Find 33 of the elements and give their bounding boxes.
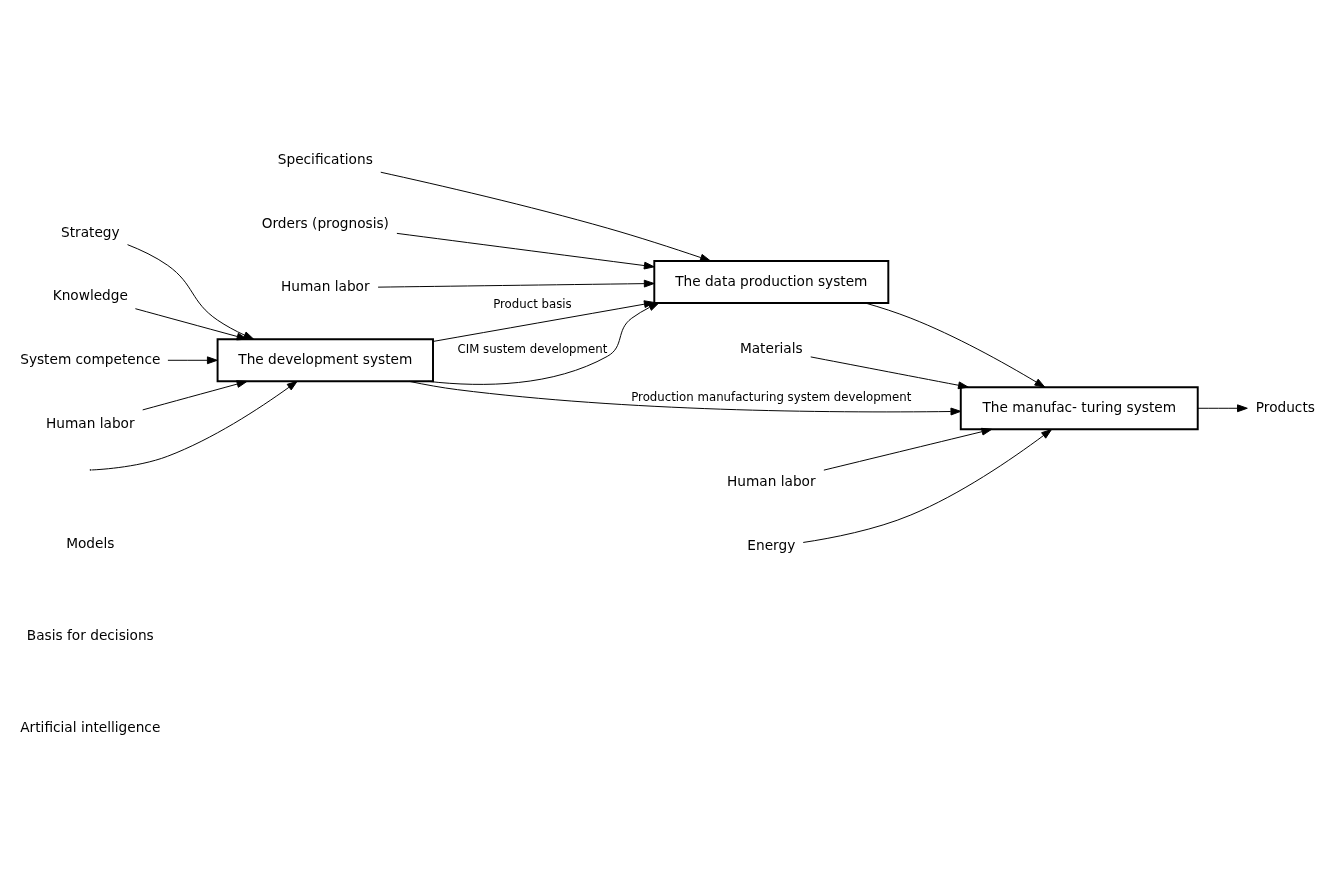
node-text: Orders (prognosis) xyxy=(261,214,389,231)
node-box: The development system xyxy=(216,338,434,383)
node-text: Human labor xyxy=(727,473,816,490)
arrow xyxy=(408,380,962,416)
arrow xyxy=(823,427,993,471)
node-text: Human labor xyxy=(45,414,135,431)
arrow xyxy=(167,356,218,365)
label: Basis for decisions xyxy=(26,627,154,644)
label: Models xyxy=(66,535,115,551)
node-text: Specifications xyxy=(277,151,373,168)
node-box: The manufac- turing system xyxy=(959,386,1199,431)
node-text: System competence xyxy=(20,350,161,367)
label: Artificial intelligence xyxy=(20,719,161,736)
edge-label: CIM sustem development xyxy=(457,342,608,357)
node-text: Energy xyxy=(747,536,796,553)
edge-label: Product basis xyxy=(493,297,572,311)
arrow xyxy=(810,356,969,390)
node-text: Strategy xyxy=(60,223,120,240)
node-text: Materials xyxy=(739,340,803,357)
arrow xyxy=(864,302,1046,388)
arrow xyxy=(90,380,298,471)
arrow xyxy=(127,244,255,340)
arrow xyxy=(802,429,1052,543)
arrow xyxy=(377,279,655,288)
node-text: Knowledge xyxy=(52,287,128,304)
node-box: The data production system xyxy=(653,259,890,304)
node-text: Products xyxy=(1255,398,1315,415)
edge-label: Production manufacturing system development xyxy=(631,390,912,405)
arrow xyxy=(380,171,711,262)
arrow xyxy=(396,232,655,270)
arrow xyxy=(142,380,248,411)
arrow xyxy=(1197,404,1248,413)
node-text: Human labor xyxy=(280,278,370,295)
